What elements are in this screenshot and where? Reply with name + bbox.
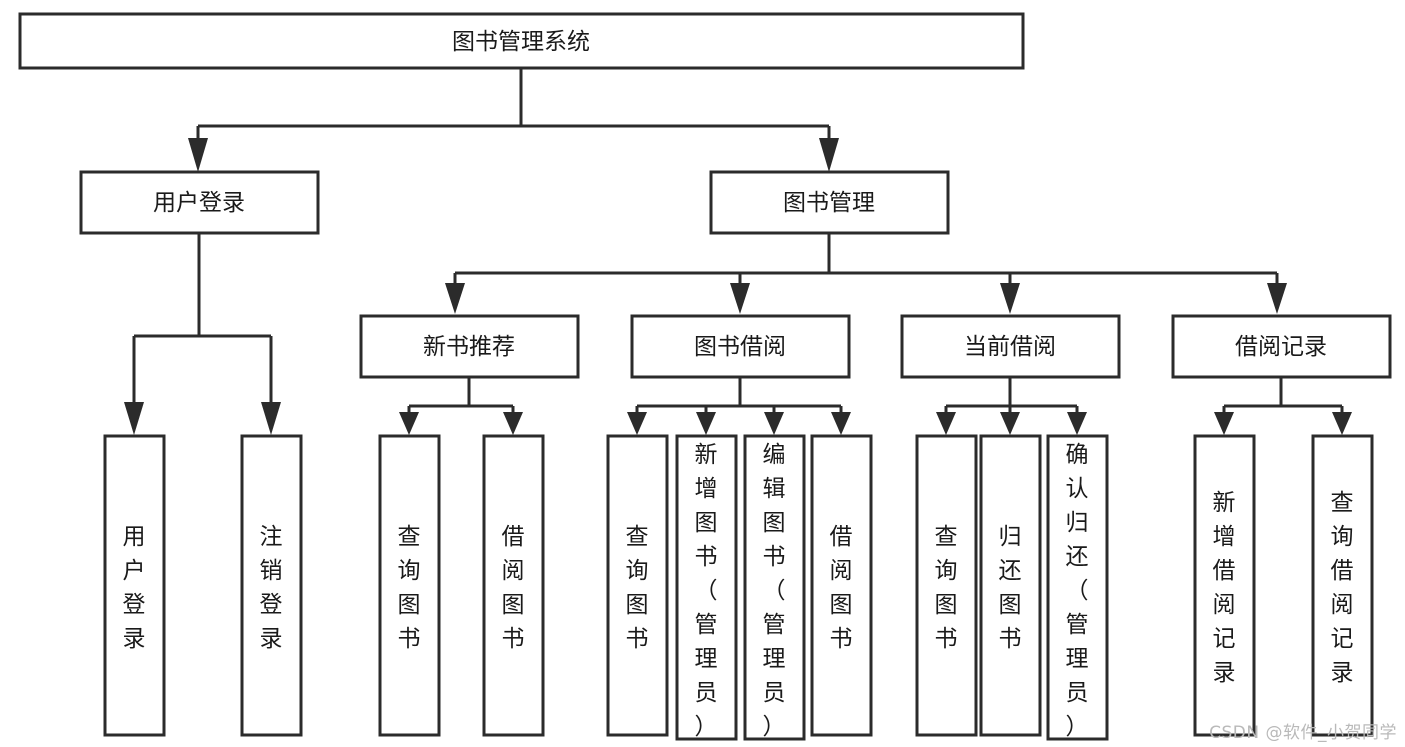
- node-leaf-add-book-label: 新增图书（管理员）: [695, 442, 718, 740]
- node-leaf-add-book-box[interactable]: [675, 434, 738, 741]
- node-book-borrow-label: 图书借阅: [694, 334, 786, 360]
- node-leaf-confirm-return-label: 确认归还（管理员）: [1066, 442, 1089, 740]
- node-leaf-edit-book-box[interactable]: [743, 434, 806, 741]
- arrowhead-book-borrow: [730, 283, 750, 314]
- node-leaf-borrow-book-2[interactable]: 借阅图书: [810, 434, 873, 737]
- arrowhead-current-borrow: [1000, 283, 1020, 314]
- arrowhead-leaf-add-book: [696, 412, 716, 435]
- csdn-watermark: CSDN @软件_小贺同学: [1209, 723, 1397, 743]
- node-leaf-query-book-3-label: 查询图书: [935, 524, 958, 652]
- node-new-book-recommend[interactable]: 新书推荐: [359, 314, 580, 379]
- arrowhead-leaf-query-book-1: [399, 412, 419, 435]
- node-leaf-confirm-return-box[interactable]: [1046, 434, 1109, 741]
- node-leaf-add-record[interactable]: 新增借阅记录: [1193, 434, 1256, 737]
- node-leaf-query-book-1-box[interactable]: [378, 434, 441, 737]
- node-book-borrow-box[interactable]: [630, 314, 851, 379]
- node-current-borrow-label: 当前借阅: [964, 334, 1056, 360]
- arrowhead-book-manage: [819, 138, 839, 172]
- arrowhead-leaf-query-record: [1332, 412, 1352, 435]
- arrowhead-leaf-confirm-return: [1067, 412, 1087, 435]
- node-leaf-query-book-3-box[interactable]: [915, 434, 978, 737]
- node-leaf-query-book-2-box[interactable]: [606, 434, 669, 737]
- node-new-book-recommend-label: 新书推荐: [423, 334, 515, 360]
- arrowhead-leaf-edit-book: [764, 412, 784, 435]
- node-current-borrow[interactable]: 当前借阅: [900, 314, 1121, 379]
- arrowhead-leaf-return-book: [1000, 412, 1020, 435]
- arrowhead-leaf-user-login: [124, 402, 144, 435]
- arrowhead-leaf-query-book-3: [936, 412, 956, 435]
- arrowhead-leaf-user-logout: [261, 402, 281, 435]
- node-book-borrow[interactable]: 图书借阅: [630, 314, 851, 379]
- node-book-manage[interactable]: 图书管理: [709, 170, 950, 235]
- edges-layer: [124, 68, 1352, 435]
- node-leaf-query-book-1[interactable]: 查询图书: [378, 434, 441, 737]
- node-leaf-add-record-box[interactable]: [1193, 434, 1256, 737]
- arrowhead-borrow-record: [1267, 283, 1287, 314]
- node-leaf-borrow-book-1-label: 借阅图书: [502, 524, 525, 652]
- arrowhead-user-login: [188, 138, 208, 172]
- node-leaf-add-record-label: 新增借阅记录: [1213, 490, 1236, 686]
- arrowhead-leaf-add-record: [1214, 412, 1234, 435]
- node-leaf-return-book-label: 归还图书: [999, 524, 1022, 652]
- node-leaf-borrow-book-1-box[interactable]: [482, 434, 545, 737]
- node-user-login-box[interactable]: [79, 170, 320, 235]
- node-leaf-query-book-1-label: 查询图书: [398, 524, 421, 652]
- node-book-manage-label: 图书管理: [783, 190, 875, 216]
- node-leaf-query-record[interactable]: 查询借阅记录: [1311, 434, 1374, 737]
- node-borrow-record[interactable]: 借阅记录: [1171, 314, 1392, 379]
- node-leaf-return-book-box[interactable]: [979, 434, 1042, 737]
- node-leaf-borrow-book-2-label: 借阅图书: [830, 524, 853, 652]
- node-user-login[interactable]: 用户登录: [79, 170, 320, 235]
- node-leaf-user-logout[interactable]: 注销登录: [240, 434, 303, 737]
- node-leaf-query-book-2[interactable]: 查询图书: [606, 434, 669, 737]
- node-leaf-query-record-label: 查询借阅记录: [1331, 490, 1354, 686]
- node-leaf-edit-book[interactable]: 编辑图书（管理员）: [743, 434, 806, 741]
- arrowhead-leaf-borrow-book-2: [831, 412, 851, 435]
- node-book-manage-box[interactable]: [709, 170, 950, 235]
- arrowhead-leaf-borrow-book-1: [503, 412, 523, 435]
- node-leaf-user-logout-label: 注销登录: [260, 524, 283, 652]
- node-leaf-borrow-book-1[interactable]: 借阅图书: [482, 434, 545, 737]
- node-borrow-record-box[interactable]: [1171, 314, 1392, 379]
- arrowhead-leaf-query-book-2: [627, 412, 647, 435]
- node-leaf-query-book-3[interactable]: 查询图书: [915, 434, 978, 737]
- node-leaf-borrow-book-2-box[interactable]: [810, 434, 873, 737]
- arrowhead-new-book-recommend: [445, 283, 465, 314]
- node-root-label: 图书管理系统: [452, 29, 590, 55]
- node-leaf-user-login-box[interactable]: [103, 434, 166, 737]
- node-leaf-user-login[interactable]: 用户登录: [103, 434, 166, 737]
- node-leaf-query-record-box[interactable]: [1311, 434, 1374, 737]
- node-leaf-query-book-2-label: 查询图书: [626, 524, 649, 652]
- node-leaf-edit-book-label: 编辑图书（管理员）: [763, 442, 786, 740]
- node-leaf-confirm-return[interactable]: 确认归还（管理员）: [1046, 434, 1109, 741]
- node-leaf-user-logout-box[interactable]: [240, 434, 303, 737]
- node-leaf-return-book[interactable]: 归还图书: [979, 434, 1042, 737]
- node-new-book-recommend-box[interactable]: [359, 314, 580, 379]
- node-borrow-record-label: 借阅记录: [1235, 334, 1327, 360]
- node-root-box[interactable]: [18, 12, 1025, 70]
- node-leaf-add-book[interactable]: 新增图书（管理员）: [675, 434, 738, 741]
- node-current-borrow-box[interactable]: [900, 314, 1121, 379]
- node-root[interactable]: 图书管理系统: [18, 12, 1025, 70]
- node-leaf-user-login-label: 用户登录: [123, 524, 146, 652]
- node-user-login-label: 用户登录: [153, 190, 245, 216]
